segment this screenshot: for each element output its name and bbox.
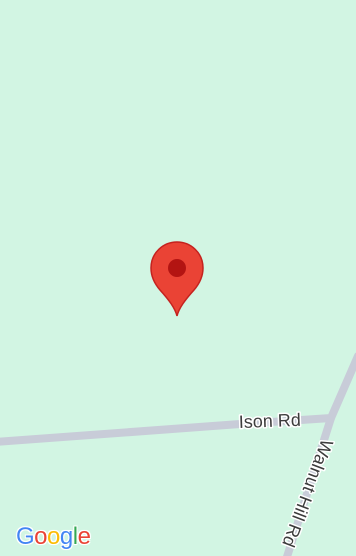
- google-logo-letter: e: [77, 523, 91, 550]
- google-logo-letter: G: [16, 523, 35, 550]
- google-logo-letter: o: [47, 523, 60, 550]
- google-logo-letter: o: [34, 523, 48, 550]
- map-pin-dot: [168, 259, 186, 277]
- map-pin-icon[interactable]: [150, 241, 204, 317]
- map-pin-body[interactable]: [150, 241, 204, 317]
- google-logo[interactable]: Google: [16, 522, 91, 552]
- road-walnut-hill-rd[interactable]: [283, 414, 335, 556]
- google-logo-letter: l: [72, 523, 78, 550]
- road-label-ison-rd: Ison Rd: [238, 410, 301, 432]
- google-logo-letter: g: [59, 523, 73, 550]
- road-ison-rd[interactable]: [0, 352, 356, 446]
